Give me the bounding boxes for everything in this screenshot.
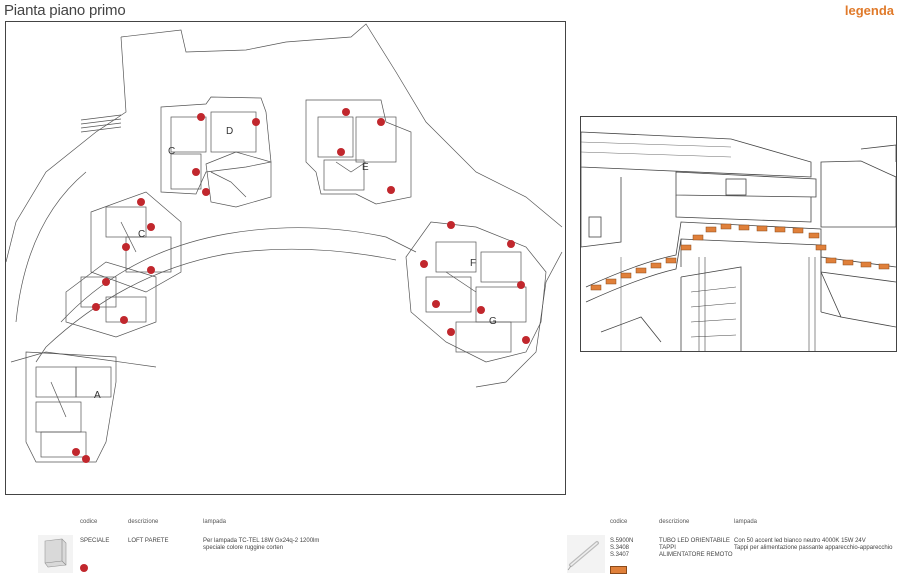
led-segment: [792, 227, 804, 234]
led-segment: [756, 225, 768, 232]
fixture-dot: [507, 240, 515, 248]
fixture-markers: [72, 108, 530, 463]
led-segment: [705, 226, 717, 233]
led-segment: [825, 257, 837, 264]
led-segment: [808, 232, 820, 239]
fixture-dot: [517, 281, 525, 289]
fixture-dot: [252, 118, 260, 126]
fixture-dot: [122, 243, 130, 251]
led-segment: [665, 257, 677, 264]
led-segment: [635, 267, 647, 274]
orange-bar-symbol: [610, 566, 627, 574]
legend-2-code: S.5900N S.3408 S.3407: [610, 538, 634, 558]
led-segment: [590, 284, 602, 291]
legend-1-header-description: descrizione: [128, 519, 159, 525]
legend-heading: legenda: [844, 3, 894, 18]
fixture-dot: [432, 300, 440, 308]
fixture-dot: [387, 186, 395, 194]
led-segment: [738, 224, 750, 231]
fixture-dot: [72, 448, 80, 456]
legend-2-header-description: descrizione: [659, 519, 690, 525]
fixture-dot: [420, 260, 428, 268]
legend-1-header-code: codice: [80, 519, 98, 525]
led-segment: [878, 263, 890, 270]
red-dot-symbol: [80, 564, 88, 572]
facade-detail-drawing: [581, 131, 896, 351]
apartment-label-a: A: [94, 390, 101, 401]
led-segment: [860, 261, 872, 268]
led-strip-segments: [590, 223, 890, 291]
led-segment: [720, 223, 732, 230]
fixture-dot: [197, 113, 205, 121]
fixture-dot: [337, 148, 345, 156]
apartment-label-c-top: C: [168, 146, 175, 157]
wall-loft-fixture-thumbnail: [38, 535, 73, 573]
led-segment: [680, 244, 692, 251]
fixture-dot: [147, 266, 155, 274]
fixture-dot: [477, 306, 485, 314]
fixture-dot: [192, 168, 200, 176]
fixture-dot: [447, 328, 455, 336]
fixture-dot: [92, 303, 100, 311]
legend-2-header-code: codice: [610, 519, 628, 525]
led-segment: [842, 259, 854, 266]
fixture-dot: [342, 108, 350, 116]
fixture-dot: [147, 223, 155, 231]
legend-2-lamp: Con 50 accent led bianco neutro 4000K 15…: [734, 538, 893, 551]
fixture-dot: [82, 455, 90, 463]
legend-1-header-lamp: lampada: [203, 519, 227, 525]
apartment-label-g: G: [489, 316, 497, 327]
led-segment: [605, 278, 617, 285]
led-segment: [774, 226, 786, 233]
led-segment: [650, 262, 662, 269]
legend-1-code: SPECIALE: [80, 538, 110, 544]
apartment-label-d: D: [226, 126, 233, 137]
legend-1-lamp: Per lampada TC-TEL 18W Gx24q-2 1200lm sp…: [203, 538, 320, 551]
apartment-label-f: F: [470, 258, 476, 269]
led-segment: [692, 234, 704, 241]
page-title: Pianta piano primo: [4, 2, 126, 19]
fixture-dot: [120, 316, 128, 324]
fixture-dot: [522, 336, 530, 344]
fixture-dot: [202, 188, 210, 196]
led-segment: [620, 272, 632, 279]
fixture-dot: [102, 278, 110, 286]
legend-2-header-lamp: lampada: [734, 519, 758, 525]
fixture-dot: [137, 198, 145, 206]
led-tube-thumbnail: [567, 535, 605, 573]
fixture-dot: [377, 118, 385, 126]
floor-plan-drawing: A C C D E F G: [6, 23, 563, 463]
apartment-label-e: E: [362, 162, 369, 173]
facade-detail-view: [580, 116, 897, 352]
legend-1-description: LOFT PARETE: [128, 538, 169, 544]
fixture-dot: [447, 221, 455, 229]
legend-2-description: TUBO LED ORIENTABILE TAPPI ALIMENTATORE …: [659, 538, 733, 558]
led-segment: [815, 244, 827, 251]
floor-plan: A C C D E F G: [5, 21, 566, 495]
apartment-label-c-left: C: [138, 229, 145, 240]
